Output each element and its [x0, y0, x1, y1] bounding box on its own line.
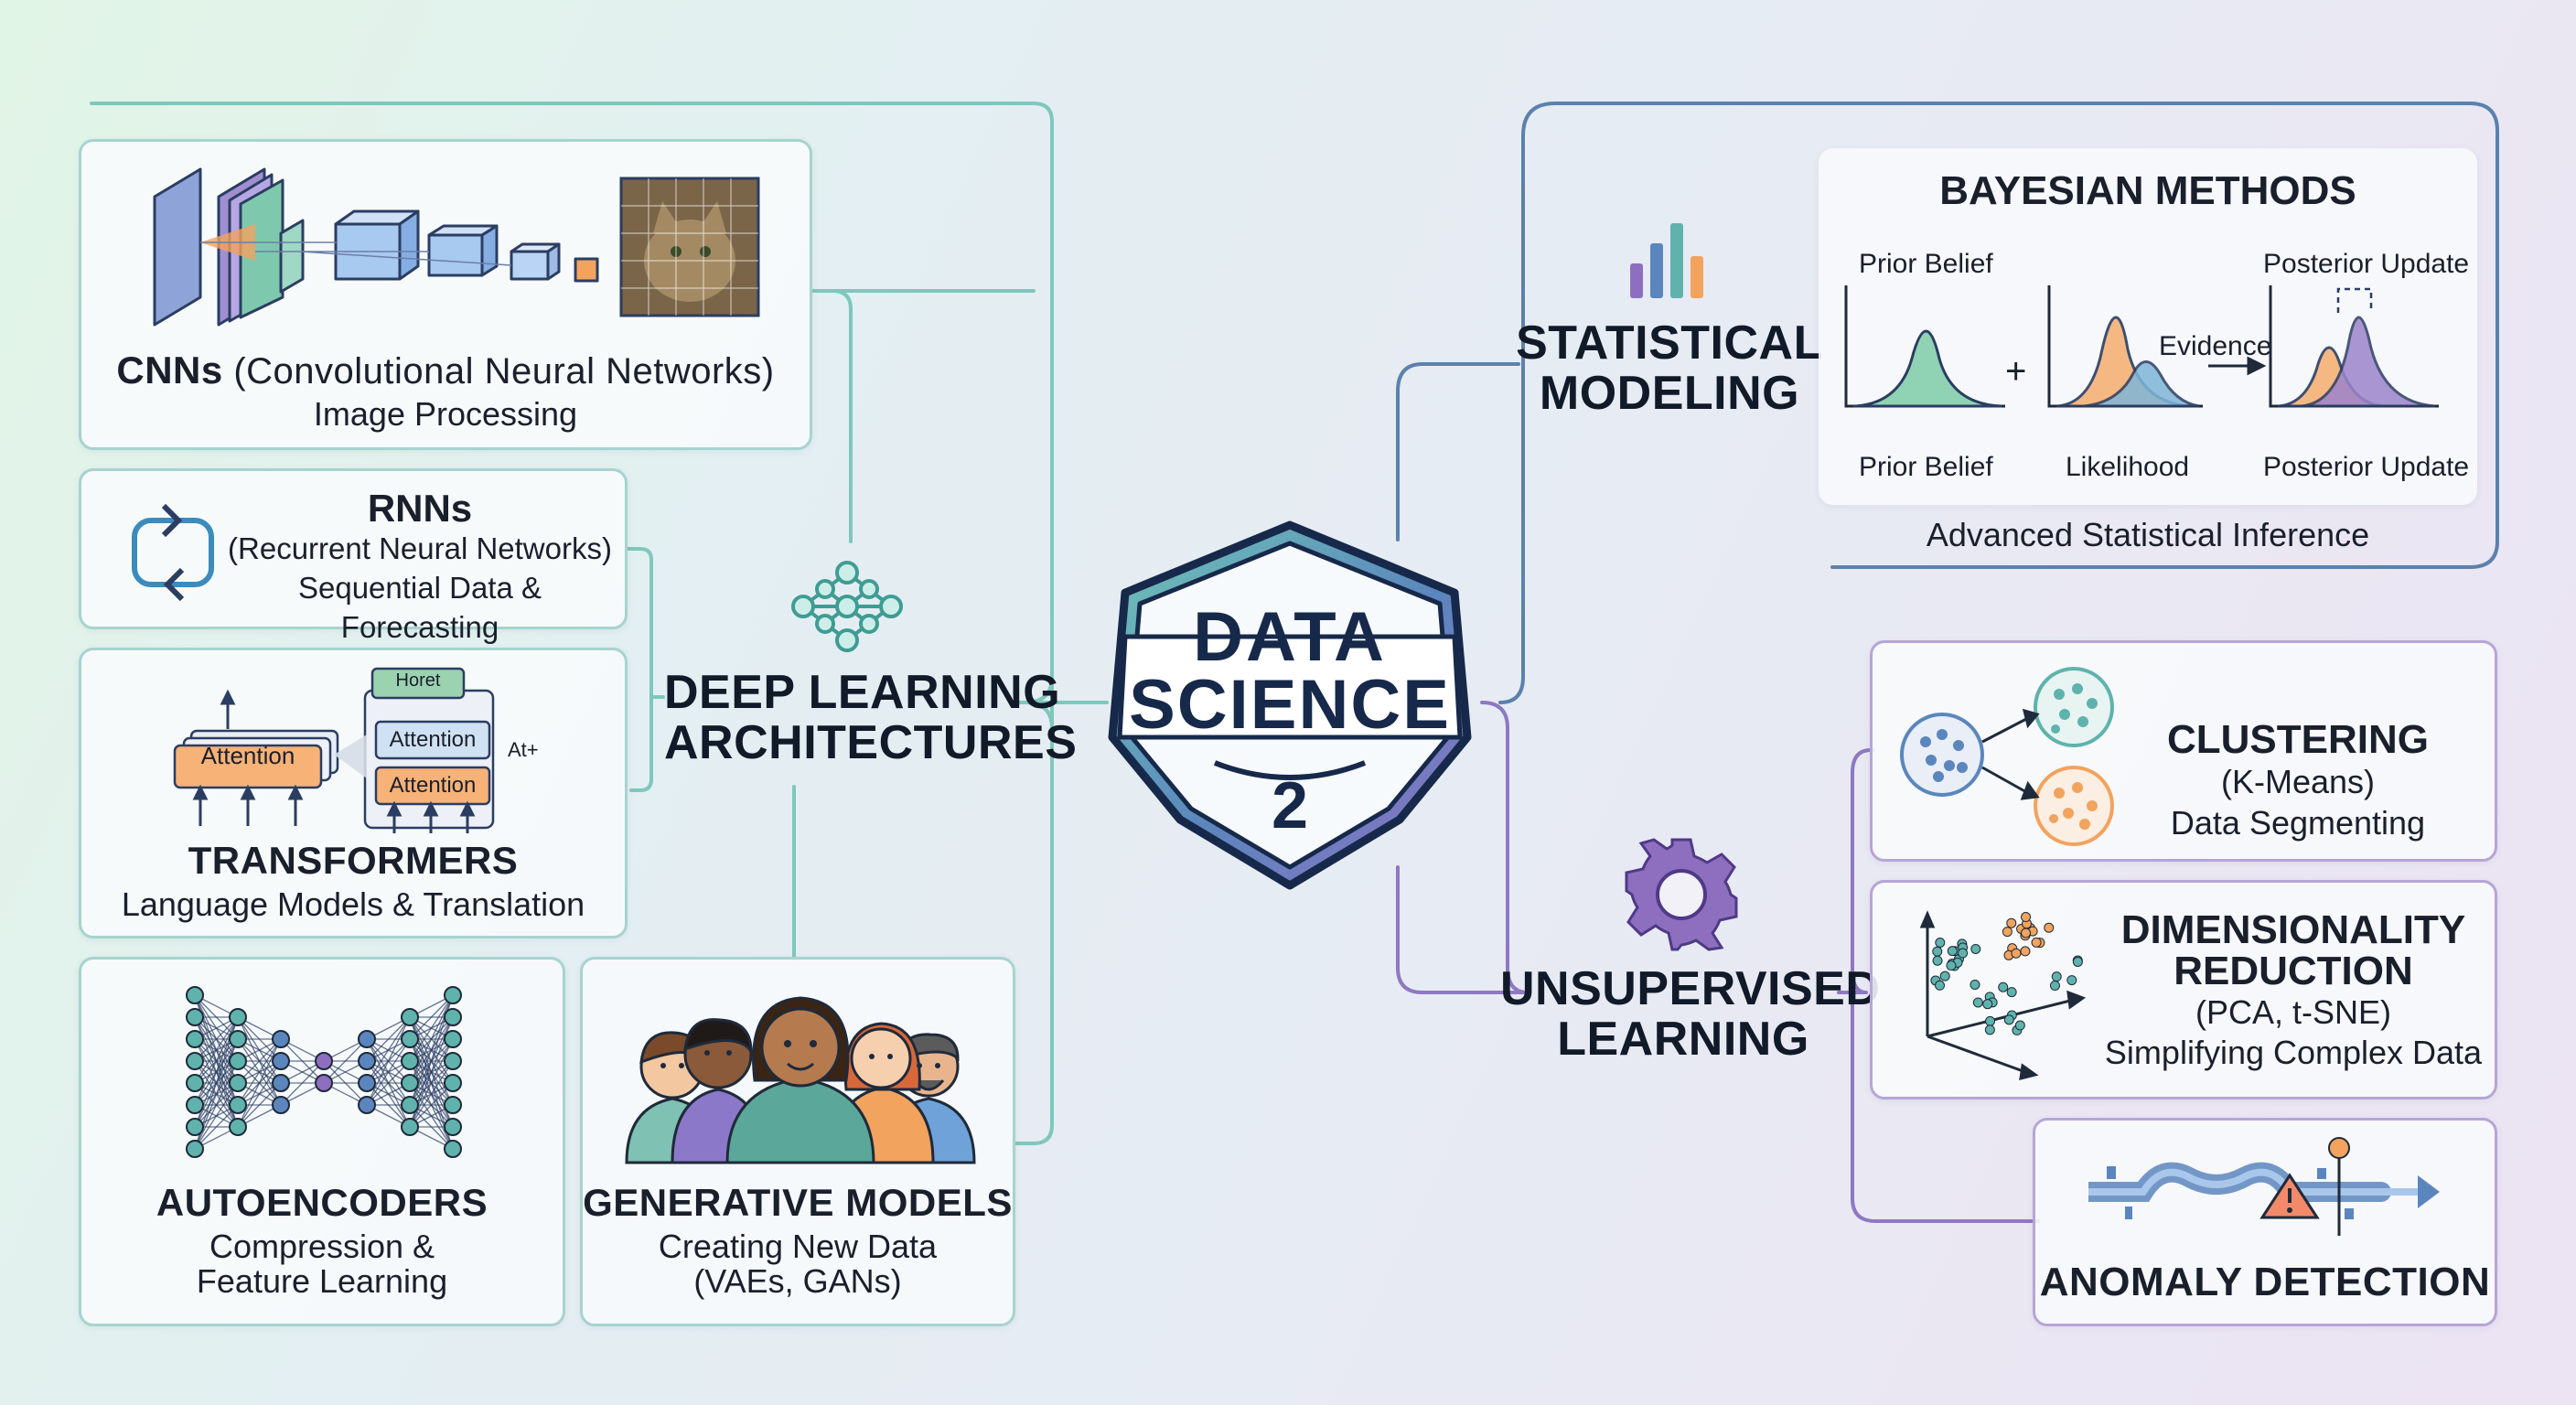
rnn-line3: Sequential Data & Forecasting	[297, 571, 542, 644]
people-group-icon	[625, 996, 976, 1164]
transformers-card: Attention Horet Attention Attention At+ …	[79, 648, 628, 938]
cnn-title-bold: CNNs	[116, 349, 223, 391]
bayesian-card: BAYESIAN METHODS Prior Belief Posterior …	[1819, 148, 2477, 505]
anomaly-detection-card: ANOMALY DETECTION	[2033, 1118, 2497, 1326]
dimred-line3: (PCA, t-SNE)	[2195, 992, 2391, 1031]
bayesian-title: BAYESIAN METHODS	[1939, 168, 2356, 213]
unsupervised-heading-line2: LEARNING	[1557, 1012, 1809, 1066]
prior-top-label: Prior Belief	[1859, 249, 1993, 279]
scatter-3d-icon	[1919, 910, 2087, 1080]
transformers-title: TRANSFORMERS	[188, 839, 519, 882]
statistical-heading-line1: STATISTICAL	[1516, 316, 1823, 370]
autoencoders-title: AUTOENCODERS	[156, 1181, 488, 1224]
unsupervised-heading-line1: UNSUPERVISED	[1500, 962, 1881, 1015]
anomaly-title: ANOMALY DETECTION	[2039, 1260, 2491, 1304]
clustering-title: CLUSTERING	[2167, 717, 2429, 762]
rnn-line2: (Recurrent Neural Networks)	[228, 531, 612, 566]
dimensionality-reduction-card: DIMENSIONALITY REDUCTION (PCA, t-SNE) Si…	[1870, 880, 2497, 1099]
clustering-line2: (K-Means)	[2220, 763, 2376, 801]
cnn-diagram-icon	[153, 167, 760, 327]
generative-line2: Creating New Data	[658, 1228, 938, 1265]
autoencoder-network-icon	[186, 986, 462, 1158]
unsupervised-heading: UNSUPERVISED LEARNING	[1500, 962, 1881, 1066]
evidence-label: Evidence	[2159, 331, 2272, 361]
bayesian-distribution-plots	[1844, 285, 2439, 408]
attention-top-label: Attention	[389, 727, 477, 752]
cnn-card: CNNs (Convolutional Neural Networks) Ima…	[79, 139, 812, 450]
prior-bottom-label: Prior Belief	[1859, 452, 1993, 482]
data-science-shield	[1108, 520, 1472, 890]
dimred-title-line2: REDUCTION	[2174, 948, 2413, 993]
center-title: DATA SCIENCE	[1098, 598, 1482, 745]
autoencoders-card: AUTOENCODERS Compression & Feature Learn…	[79, 957, 565, 1326]
recurrent-loop-icon	[132, 503, 214, 602]
generative-title: GENERATIVE MODELS	[583, 1181, 1013, 1224]
statistical-heading: STATISTICAL MODELING	[1514, 318, 1825, 418]
dimred-title-line1: DIMENSIONALITY	[2120, 907, 2466, 952]
attention-diagram-icon	[173, 667, 495, 833]
deep-learning-heading: DEEP LEARNING ARCHITECTURES	[664, 666, 1078, 769]
attention-bottom-label: Attention	[389, 773, 477, 798]
plus-sign: +	[2005, 351, 2027, 391]
clustering-card: CLUSTERING (K-Means) Data Segmenting	[1870, 640, 2497, 862]
autoencoders-line2: Compression &	[209, 1228, 435, 1265]
anomaly-signal-icon	[2088, 1137, 2440, 1236]
transformers-subtitle: Language Models & Translation	[121, 885, 585, 923]
deep-learning-heading-line1: DEEP LEARNING	[664, 666, 1061, 719]
clustering-line3: Data Segmenting	[2170, 803, 2426, 842]
statistical-footer: Advanced Statistical Inference	[1926, 516, 2370, 553]
dimred-line4: Simplifying Complex Data	[2104, 1033, 2483, 1071]
posterior-top-label: Posterior Update	[2263, 249, 2470, 279]
at-plus-label: At+	[508, 738, 539, 761]
attention-left-label: Attention	[200, 742, 295, 769]
center-number: 2	[1271, 769, 1309, 842]
neural-network-icon	[791, 561, 903, 652]
bar-chart-icon	[1630, 223, 1703, 298]
clusters-icon	[1900, 667, 2114, 846]
generative-models-card: GENERATIVE MODELS Creating New Data (VAE…	[580, 957, 1015, 1326]
cnn-subtitle: Image Processing	[313, 395, 578, 433]
center-title-line2: SCIENCE	[1129, 666, 1451, 745]
rnn-title: RNNs	[367, 487, 473, 530]
cnn-title-rest: (Convolutional Neural Networks)	[222, 351, 775, 391]
rnn-card: RNNs (Recurrent Neural Networks) Sequent…	[79, 468, 628, 644]
deep-learning-heading-line2: ARCHITECTURES	[664, 715, 1078, 769]
center-title-line1: DATA	[1193, 598, 1387, 676]
statistical-heading-line2: MODELING	[1539, 366, 1800, 420]
autoencoders-line3: Feature Learning	[196, 1262, 448, 1300]
gear-icon	[1625, 838, 1738, 951]
cat-image-icon	[619, 177, 760, 317]
generative-line3: (VAEs, GANs)	[693, 1262, 902, 1300]
horet-label: Horet	[395, 670, 441, 691]
posterior-bottom-label: Posterior Update	[2263, 452, 2470, 482]
likelihood-label: Likelihood	[2066, 452, 2190, 482]
